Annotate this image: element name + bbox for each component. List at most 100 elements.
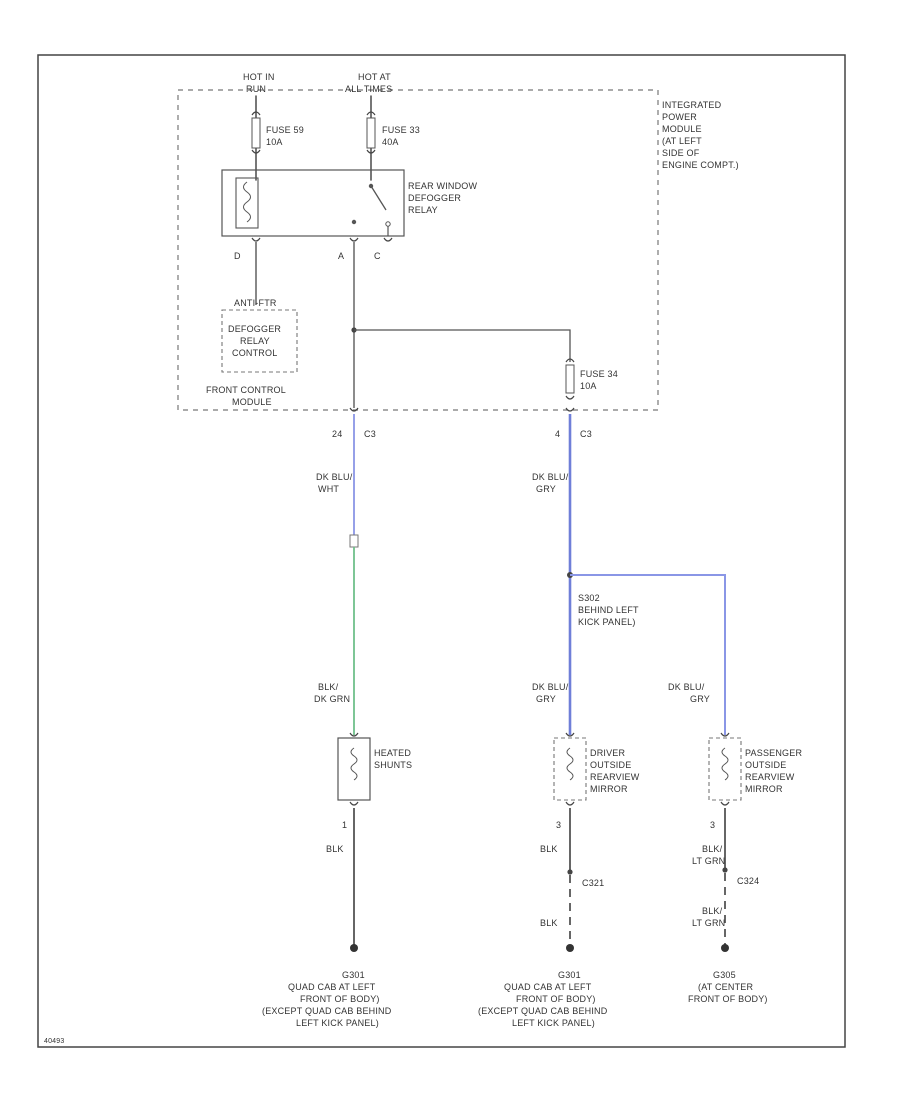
passenger-mirror-heater-icon: [720, 732, 730, 806]
defogger-relay: [221, 169, 405, 237]
wire-right-color-1: DK BLU/: [532, 472, 569, 482]
g2-label-2: QUAD CAB AT LEFT: [504, 982, 592, 992]
pin-hs: 1: [342, 820, 347, 830]
pm-label-2: OUTSIDE: [745, 760, 786, 770]
splice-label-2: BEHIND LEFT: [578, 605, 639, 615]
diagram-id: 40493: [44, 1038, 64, 1045]
g2-label-3: FRONT OF BODY): [516, 994, 596, 1004]
connector-c3-right: [565, 407, 575, 412]
inline-connector: [349, 534, 359, 548]
conn-right-label: C3: [580, 429, 592, 439]
g2-label-4: (EXCEPT QUAD CAB BEHIND: [478, 1006, 608, 1016]
wire-pm-color-1: DK BLU/: [668, 682, 705, 692]
pin-pm: 3: [710, 820, 715, 830]
g1-label-1: G301: [342, 970, 365, 980]
g2-label-5: LEFT KICK PANEL): [512, 1018, 595, 1028]
g1-label-3: FRONT OF BODY): [300, 994, 380, 1004]
fuse-34-rating: 10A: [580, 381, 597, 391]
gnd-wire-dm-label: BLK: [540, 844, 558, 854]
relay-pin-c: [383, 237, 393, 242]
fcm-label-4: CONTROL: [232, 348, 277, 358]
fuse-33-rating: 40A: [382, 137, 399, 147]
hs-label-2: SHUNTS: [374, 760, 412, 770]
wire-right-color-2: GRY: [536, 484, 556, 494]
hot-run-label-2: RUN: [246, 84, 266, 94]
fcm-label-5: FRONT CONTROL: [206, 385, 286, 395]
driver-mirror: [553, 737, 587, 801]
ipm-label-4: (AT LEFT: [662, 136, 702, 146]
connector-c324-icon: [722, 867, 728, 873]
wire-hs-color-2: DK GRN: [314, 694, 350, 704]
ipm-label-1: INTEGRATED: [662, 100, 722, 110]
fuse-33-label: FUSE 33: [382, 125, 420, 135]
hot-run-label: HOT IN: [243, 72, 275, 82]
dm-label-3: REARVIEW: [590, 772, 640, 782]
fuse-34-label: FUSE 34: [580, 369, 618, 379]
relay-pin-a: [349, 237, 359, 242]
g3-label-3: FRONT OF BODY): [688, 994, 768, 1004]
passenger-mirror: [708, 737, 742, 801]
relay-pin-d: [251, 237, 261, 242]
ipm-label-3: MODULE: [662, 124, 702, 134]
wire-hs-color-1: BLK/: [318, 682, 339, 692]
g1-label-5: LEFT KICK PANEL): [296, 1018, 379, 1028]
pm-label-3: REARVIEW: [745, 772, 795, 782]
relay-label-3: RELAY: [408, 205, 438, 215]
relay-coil-icon: [235, 177, 259, 229]
conn-c324-label: C324: [737, 876, 759, 886]
gnd-wire-pm-label-1: BLK/: [702, 844, 723, 854]
conn-left-pin: 24: [332, 429, 342, 439]
hot-all-label: HOT AT: [358, 72, 391, 82]
g1-label-4: (EXCEPT QUAD CAB BEHIND: [262, 1006, 392, 1016]
ground-icon-g301-right: [566, 944, 574, 952]
heated-shunts: [337, 737, 371, 801]
pm-label-1: PASSENGER: [745, 748, 802, 758]
pm-label-4: MIRROR: [745, 784, 783, 794]
gnd-wire-dm-lower-label: BLK: [540, 918, 558, 928]
pin-c-label: C: [374, 251, 381, 261]
conn-c321-label: C321: [582, 878, 604, 888]
dm-label-1: DRIVER: [590, 748, 626, 758]
ground-icon-g301-left: [350, 944, 358, 952]
gnd-wire-pm-lower-label-2: LT GRN: [692, 918, 725, 928]
dm-label-2: OUTSIDE: [590, 760, 631, 770]
ipm-label-6: ENGINE COMPT.): [662, 160, 739, 170]
fuse-59-rating: 10A: [266, 137, 283, 147]
conn-right-pin: 4: [555, 429, 560, 439]
ipm-label-5: SIDE OF: [662, 148, 700, 158]
wire-to-passenger-mirror: [570, 574, 726, 735]
conn-left-label: C3: [364, 429, 376, 439]
diagram-frame: [37, 54, 846, 1048]
pin-dm: 3: [556, 820, 561, 830]
g1-label-2: QUAD CAB AT LEFT: [288, 982, 376, 992]
ipm-boundary: [177, 89, 659, 411]
hot-all-label-2: ALL TIMES: [345, 84, 392, 94]
fcm-label-3: RELAY: [240, 336, 270, 346]
fcm-label-1: ANTI-FTR: [234, 298, 277, 308]
ipm-label-2: POWER: [662, 112, 697, 122]
g3-label-2: (AT CENTER: [698, 982, 753, 992]
g3-label-1: G305: [713, 970, 736, 980]
wire-dm-color-1: DK BLU/: [532, 682, 569, 692]
gnd-wire-pm-label-2: LT GRN: [692, 856, 725, 866]
wire-left-color-2: WHT: [318, 484, 339, 494]
pin-d-label: D: [234, 251, 241, 261]
ground-icon-g305: [721, 944, 729, 952]
gnd-wire-hs-label: BLK: [326, 844, 344, 854]
dm-label-4: MIRROR: [590, 784, 628, 794]
splice-label-3: KICK PANEL): [578, 617, 636, 627]
g2-label-1: G301: [558, 970, 581, 980]
wire-left-color-1: DK BLU/: [316, 472, 353, 482]
relay-switch-icon: [351, 183, 391, 236]
hs-label-1: HEATED: [374, 748, 411, 758]
connector-c321-icon: [567, 869, 573, 875]
front-control-module-relay: [221, 309, 298, 373]
relay-label-1: REAR WINDOW: [408, 181, 477, 191]
relay-label-2: DEFOGGER: [408, 193, 461, 203]
fuse-34: [565, 358, 575, 400]
fuse-59: [251, 111, 261, 154]
fuse-59-label: FUSE 59: [266, 125, 304, 135]
splice-label-1: S302: [578, 593, 600, 603]
heater-element-icon: [349, 732, 359, 806]
